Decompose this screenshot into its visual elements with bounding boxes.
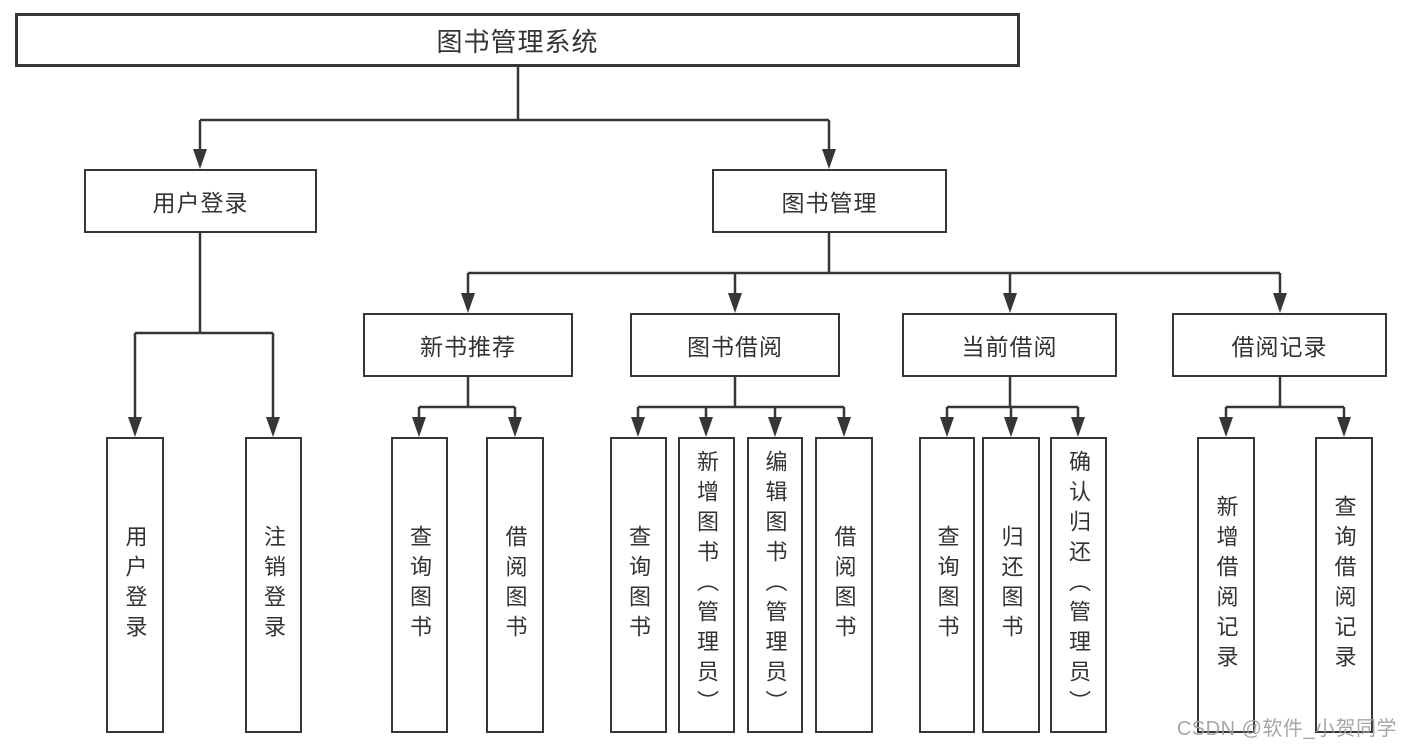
- leaf-logout: 注销登录: [245, 437, 302, 733]
- leaf-query-books-borrow: 查询图书: [610, 437, 667, 733]
- edge-user-login-branch: [133, 233, 275, 424]
- leaf-add-book-admin-label: 新增图书（管理员）: [694, 450, 720, 720]
- node-book-management-label: 图书管理: [781, 190, 878, 216]
- node-borrow-records-label: 借阅记录: [1231, 334, 1328, 360]
- edge-records-branch: [1224, 377, 1346, 424]
- leaf-borrow-books-recommend-label: 借阅图书: [502, 525, 528, 645]
- leaf-query-books-borrow-label: 查询图书: [626, 525, 652, 645]
- node-book-management: 图书管理: [712, 169, 947, 233]
- edge-recommend-branch: [417, 377, 517, 424]
- leaf-add-borrow-record: 新增借阅记录: [1197, 437, 1255, 733]
- node-book-borrow-label: 图书借阅: [687, 334, 783, 360]
- leaf-borrow-books-borrow: 借阅图书: [815, 437, 873, 733]
- leaf-return-book-label: 归还图书: [998, 525, 1024, 645]
- leaf-confirm-return-admin: 确认归还（管理员）: [1050, 437, 1107, 733]
- leaf-query-books-recommend: 查询图书: [391, 437, 448, 733]
- node-new-book-recommend: 新书推荐: [363, 313, 573, 377]
- node-user-login: 用户登录: [84, 169, 317, 233]
- node-borrow-records: 借阅记录: [1172, 313, 1387, 377]
- leaf-query-books-current-label: 查询图书: [934, 525, 960, 645]
- edge-root-branch: [198, 67, 831, 156]
- node-root-system: 图书管理系统: [15, 13, 1020, 67]
- leaf-query-borrow-record: 查询借阅记录: [1315, 437, 1373, 733]
- leaf-add-book-admin: 新增图书（管理员）: [678, 437, 735, 733]
- leaf-borrow-books-borrow-label: 借阅图书: [831, 525, 857, 645]
- leaf-edit-book-admin-label: 编辑图书（管理员）: [762, 450, 788, 720]
- leaf-logout-label: 注销登录: [261, 525, 287, 645]
- leaf-query-books-current: 查询图书: [919, 437, 975, 733]
- leaf-borrow-books-recommend: 借阅图书: [486, 437, 544, 733]
- node-current-borrow-label: 当前借阅: [961, 334, 1058, 360]
- edge-borrow-branch: [636, 377, 846, 424]
- node-new-book-recommend-label: 新书推荐: [420, 334, 516, 360]
- edge-book-mgmt-branch: [466, 233, 1282, 300]
- csdn-watermark: CSDN @软件_小贺同学: [1176, 718, 1397, 740]
- leaf-query-books-recommend-label: 查询图书: [407, 525, 433, 645]
- leaf-add-borrow-record-label: 新增借阅记录: [1213, 495, 1239, 675]
- leaf-return-book: 归还图书: [982, 437, 1040, 733]
- node-root-system-label: 图书管理系统: [436, 26, 599, 57]
- node-book-borrow: 图书借阅: [630, 313, 840, 377]
- leaf-edit-book-admin: 编辑图书（管理员）: [747, 437, 803, 733]
- leaf-confirm-return-admin-label: 确认归还（管理员）: [1066, 450, 1092, 720]
- node-user-login-label: 用户登录: [152, 190, 249, 216]
- leaf-user-login: 用户登录: [106, 437, 164, 733]
- node-current-borrow: 当前借阅: [902, 313, 1117, 377]
- edge-current-branch: [945, 377, 1080, 424]
- leaf-user-login-label: 用户登录: [122, 525, 148, 645]
- leaf-query-borrow-record-label: 查询借阅记录: [1331, 495, 1357, 675]
